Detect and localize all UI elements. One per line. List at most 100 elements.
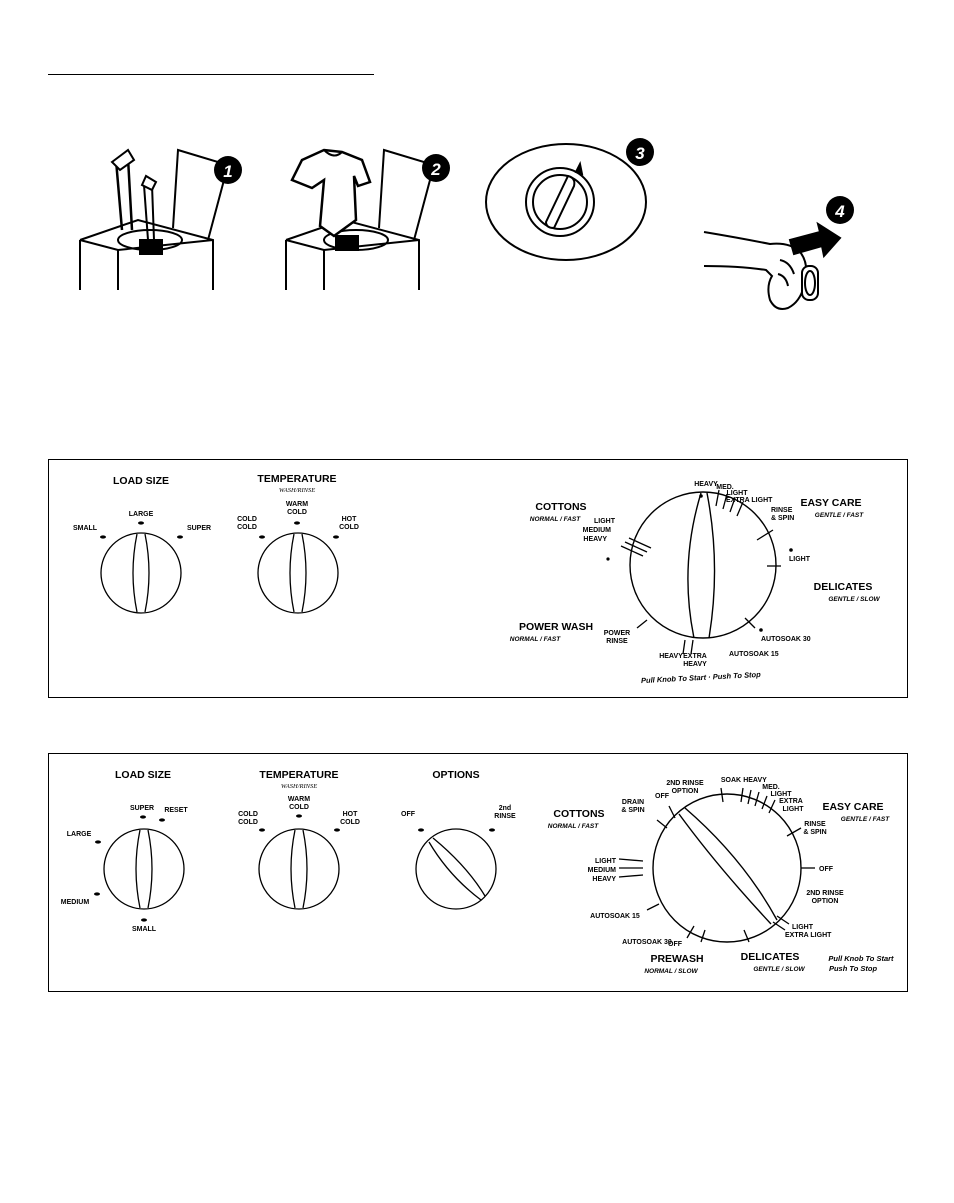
- extra-heavy-label-2: HEAVY: [683, 661, 707, 668]
- push-stop-note-2: Push To Stop: [829, 964, 877, 973]
- autosoak-30-label: AUTOSOAK 30: [761, 636, 811, 643]
- load-medium-dot: [94, 892, 100, 896]
- temp-hot-cold-label-2: COLD: [339, 524, 359, 531]
- delicates-sub-2: GENTLE / SLOW: [753, 966, 805, 973]
- easy-heavy-label: HEAVY: [694, 481, 718, 488]
- autosoak-15-label: AUTOSOAK 15: [729, 651, 779, 658]
- temperature-title: TEMPERATURE: [257, 473, 336, 485]
- pull-knob-note: Pull Knob To Start · Push To Stop: [641, 670, 762, 685]
- temp-cold-cold-label-p2: COLD: [238, 811, 258, 818]
- rinse-option-right-label-2: OPTION: [812, 898, 839, 905]
- temp-warm-dot: [294, 521, 300, 525]
- temp-hot-cold-label-p2b: COLD: [340, 819, 360, 826]
- power-rinse-label: POWER: [604, 630, 630, 637]
- temperature-knob[interactable]: [257, 532, 339, 614]
- step-2-number: 2: [430, 160, 441, 179]
- delicates-sub: GENTLE / SLOW: [828, 596, 880, 603]
- temperature-knob-2[interactable]: [258, 828, 340, 910]
- temp-warm-cold-label: WARM: [286, 501, 308, 508]
- delicates-extra-light-label: EXTRA LIGHT: [785, 932, 832, 939]
- temp-hot-dot-2: [334, 828, 340, 832]
- off-top-label: OFF: [655, 793, 670, 800]
- load-size-title: LOAD SIZE: [113, 475, 169, 487]
- prewash-sub: NORMAL / SLOW: [644, 968, 698, 975]
- autosoak-dot: [759, 628, 763, 632]
- easy-care-label-2: EASY CARE: [822, 801, 883, 813]
- temperature-subtitle: WASH/RINSE: [279, 487, 315, 494]
- options-off-dot: [418, 828, 424, 832]
- load-size-title-2: LOAD SIZE: [115, 769, 171, 781]
- easy-med-label-2: MED.: [762, 784, 780, 791]
- temp-warm-cold-label-p2b: COLD: [289, 804, 309, 811]
- control-panel-2: LOAD SIZE SUPER RESET LARGE MEDIUM SMALL…: [48, 753, 908, 992]
- temperature-subtitle-2: WASH/RINSE: [281, 783, 317, 790]
- load-small-dot: [100, 535, 106, 539]
- extra-heavy-label: EXTRA: [683, 653, 707, 660]
- options-off-label: OFF: [401, 811, 416, 818]
- temp-hot-cold-label: HOT: [342, 516, 358, 523]
- options-title: OPTIONS: [432, 769, 479, 781]
- load-small-label: SMALL: [73, 525, 98, 532]
- temperature-title-2: TEMPERATURE: [259, 769, 338, 781]
- options-knob[interactable]: [415, 828, 497, 910]
- cottons-heavy-label-2: HEAVY: [592, 876, 616, 883]
- options-2nd-rinse-label: 2nd: [499, 805, 511, 812]
- off-bottom-label: OFF: [668, 941, 683, 948]
- load-size-knob-2[interactable]: [103, 828, 185, 910]
- step-3-number: 3: [635, 144, 645, 163]
- delicates-light-label: LIGHT: [789, 556, 811, 563]
- temp-hot-dot: [333, 535, 339, 539]
- rinse-option-top-label-2: OPTION: [672, 788, 699, 795]
- load-large-label: LARGE: [129, 511, 154, 518]
- load-large-label-2: LARGE: [67, 831, 92, 838]
- cottons-label-2: COTTONS: [553, 808, 604, 820]
- cottons-medium-label: MEDIUM: [583, 527, 612, 534]
- header-rule: [48, 74, 374, 75]
- temp-cold-dot: [259, 535, 265, 539]
- easy-care-label: EASY CARE: [800, 497, 861, 509]
- rinse-spin-label-2b: & SPIN: [803, 829, 826, 836]
- autosoak-15-label-2: AUTOSOAK 15: [590, 913, 640, 920]
- load-medium-label: MEDIUM: [61, 899, 90, 906]
- power-heavy-label: HEAVY: [659, 653, 683, 660]
- off-right-label: OFF: [819, 866, 834, 873]
- easy-care-sub-2: GENTLE / FAST: [841, 816, 890, 823]
- temp-warm-dot-2: [296, 814, 302, 818]
- step-3-illustration: 3: [485, 138, 654, 261]
- rinse-option-top-label: 2ND RINSE: [666, 780, 704, 787]
- rinse-spin-label-2: RINSE: [804, 821, 826, 828]
- cottons-label: COTTONS: [535, 501, 586, 513]
- select-cycle-dial-icon: [485, 143, 647, 261]
- temp-cold-cold-label-p2b: COLD: [238, 819, 258, 826]
- detergent-pour-icon: [79, 148, 230, 290]
- cycle-selector-knob-2[interactable]: [652, 793, 802, 943]
- autosoak-30-label-2: AUTOSOAK 30: [622, 939, 672, 946]
- add-clothes-icon: [285, 148, 436, 290]
- cycle-dial-ticks: [620, 489, 781, 655]
- cottons-sub: NORMAL / FAST: [530, 516, 581, 523]
- temp-hot-cold-label-p2: HOT: [343, 811, 359, 818]
- delicates-label: DELICATES: [814, 581, 873, 593]
- step-2-badge: [422, 154, 450, 182]
- easy-med-label: MED.: [716, 484, 734, 491]
- load-reset-label: RESET: [164, 807, 188, 814]
- step-1-badge: [214, 156, 242, 184]
- easy-extra-label: EXTRA: [779, 798, 803, 805]
- easy-heavy-label-2: HEAVY: [743, 777, 767, 784]
- cottons-heavy-label: HEAVY: [583, 536, 607, 543]
- power-rinse-label-2: RINSE: [606, 638, 628, 645]
- easy-light-label-2: LIGHT: [771, 791, 793, 798]
- options-rinse-dot: [489, 828, 495, 832]
- options-2nd-rinse-label-2: RINSE: [494, 813, 516, 820]
- control-panel-1: LOAD SIZE SMALL LARGE SUPER TEMPERATURE …: [48, 459, 908, 698]
- load-small-dot-2: [141, 918, 147, 922]
- easy-light-label: LIGHT: [727, 490, 749, 497]
- step-4-badge: [826, 196, 854, 224]
- easy-rinse-label: RINSE: [771, 507, 793, 514]
- temp-cold-dot-2: [259, 828, 265, 832]
- cycle-selector-knob[interactable]: [629, 491, 777, 639]
- load-reset-dot: [159, 818, 165, 822]
- pull-knob-note-2: Pull Knob To Start: [828, 954, 894, 963]
- load-size-knob[interactable]: [100, 532, 182, 614]
- cottons-dot: [606, 557, 610, 561]
